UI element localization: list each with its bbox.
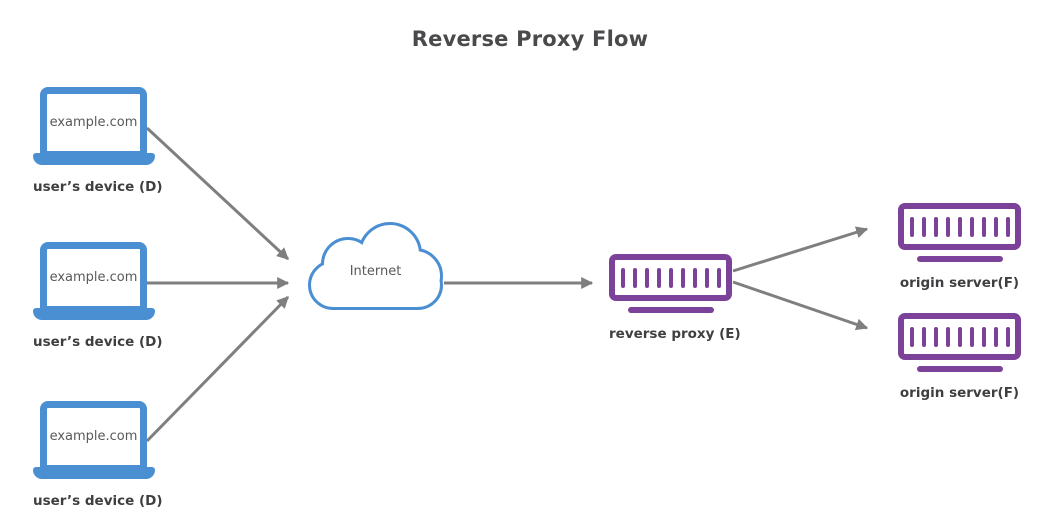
server-stand	[627, 307, 714, 313]
arrow-device1-to-internet	[145, 126, 290, 261]
reverse-proxy-node: reverse proxy (E)	[609, 254, 741, 342]
cloud-icon	[308, 222, 443, 310]
arrow-proxy-to-origin2	[732, 280, 869, 331]
diagram-title: Reverse Proxy Flow	[411, 27, 649, 51]
device-screen-text: example.com	[49, 270, 138, 285]
arrow-device3-to-internet	[145, 295, 290, 443]
device-label: user’s device (D)	[33, 179, 163, 195]
server-stand	[916, 256, 1003, 262]
device-node-2: example.com user’s device (D)	[33, 242, 163, 350]
laptop-base	[33, 308, 155, 320]
device-label: user’s device (D)	[33, 493, 163, 509]
server-vents	[620, 267, 721, 288]
device-screen-text: example.com	[49, 115, 138, 130]
internet-label: Internet	[349, 264, 402, 279]
laptop-base	[33, 153, 155, 165]
laptop-base	[33, 467, 155, 479]
laptop-screen: example.com	[40, 401, 147, 472]
server-icon	[898, 203, 1021, 250]
laptop-icon: example.com	[33, 242, 155, 320]
reverse-proxy-label: reverse proxy (E)	[609, 326, 741, 342]
server-icon	[609, 254, 732, 301]
device-node-1: example.com user’s device (D)	[33, 87, 163, 195]
origin-server-label: origin server(F)	[899, 385, 1020, 401]
origin-server-node-1: origin server(F)	[898, 203, 1021, 291]
device-screen-text: example.com	[49, 429, 138, 444]
internet-node: Internet	[305, 219, 446, 313]
server-vents	[909, 216, 1010, 237]
device-node-3: example.com user’s device (D)	[33, 401, 163, 509]
laptop-screen: example.com	[40, 242, 147, 313]
device-label: user’s device (D)	[33, 334, 163, 350]
server-icon	[898, 313, 1021, 360]
server-vents	[909, 326, 1010, 347]
origin-server-node-2: origin server(F)	[898, 313, 1021, 401]
server-stand	[916, 366, 1003, 372]
origin-server-label: origin server(F)	[899, 275, 1020, 291]
laptop-icon: example.com	[33, 87, 155, 165]
laptop-icon: example.com	[33, 401, 155, 479]
arrow-proxy-to-origin1	[732, 226, 869, 273]
laptop-screen: example.com	[40, 87, 147, 158]
